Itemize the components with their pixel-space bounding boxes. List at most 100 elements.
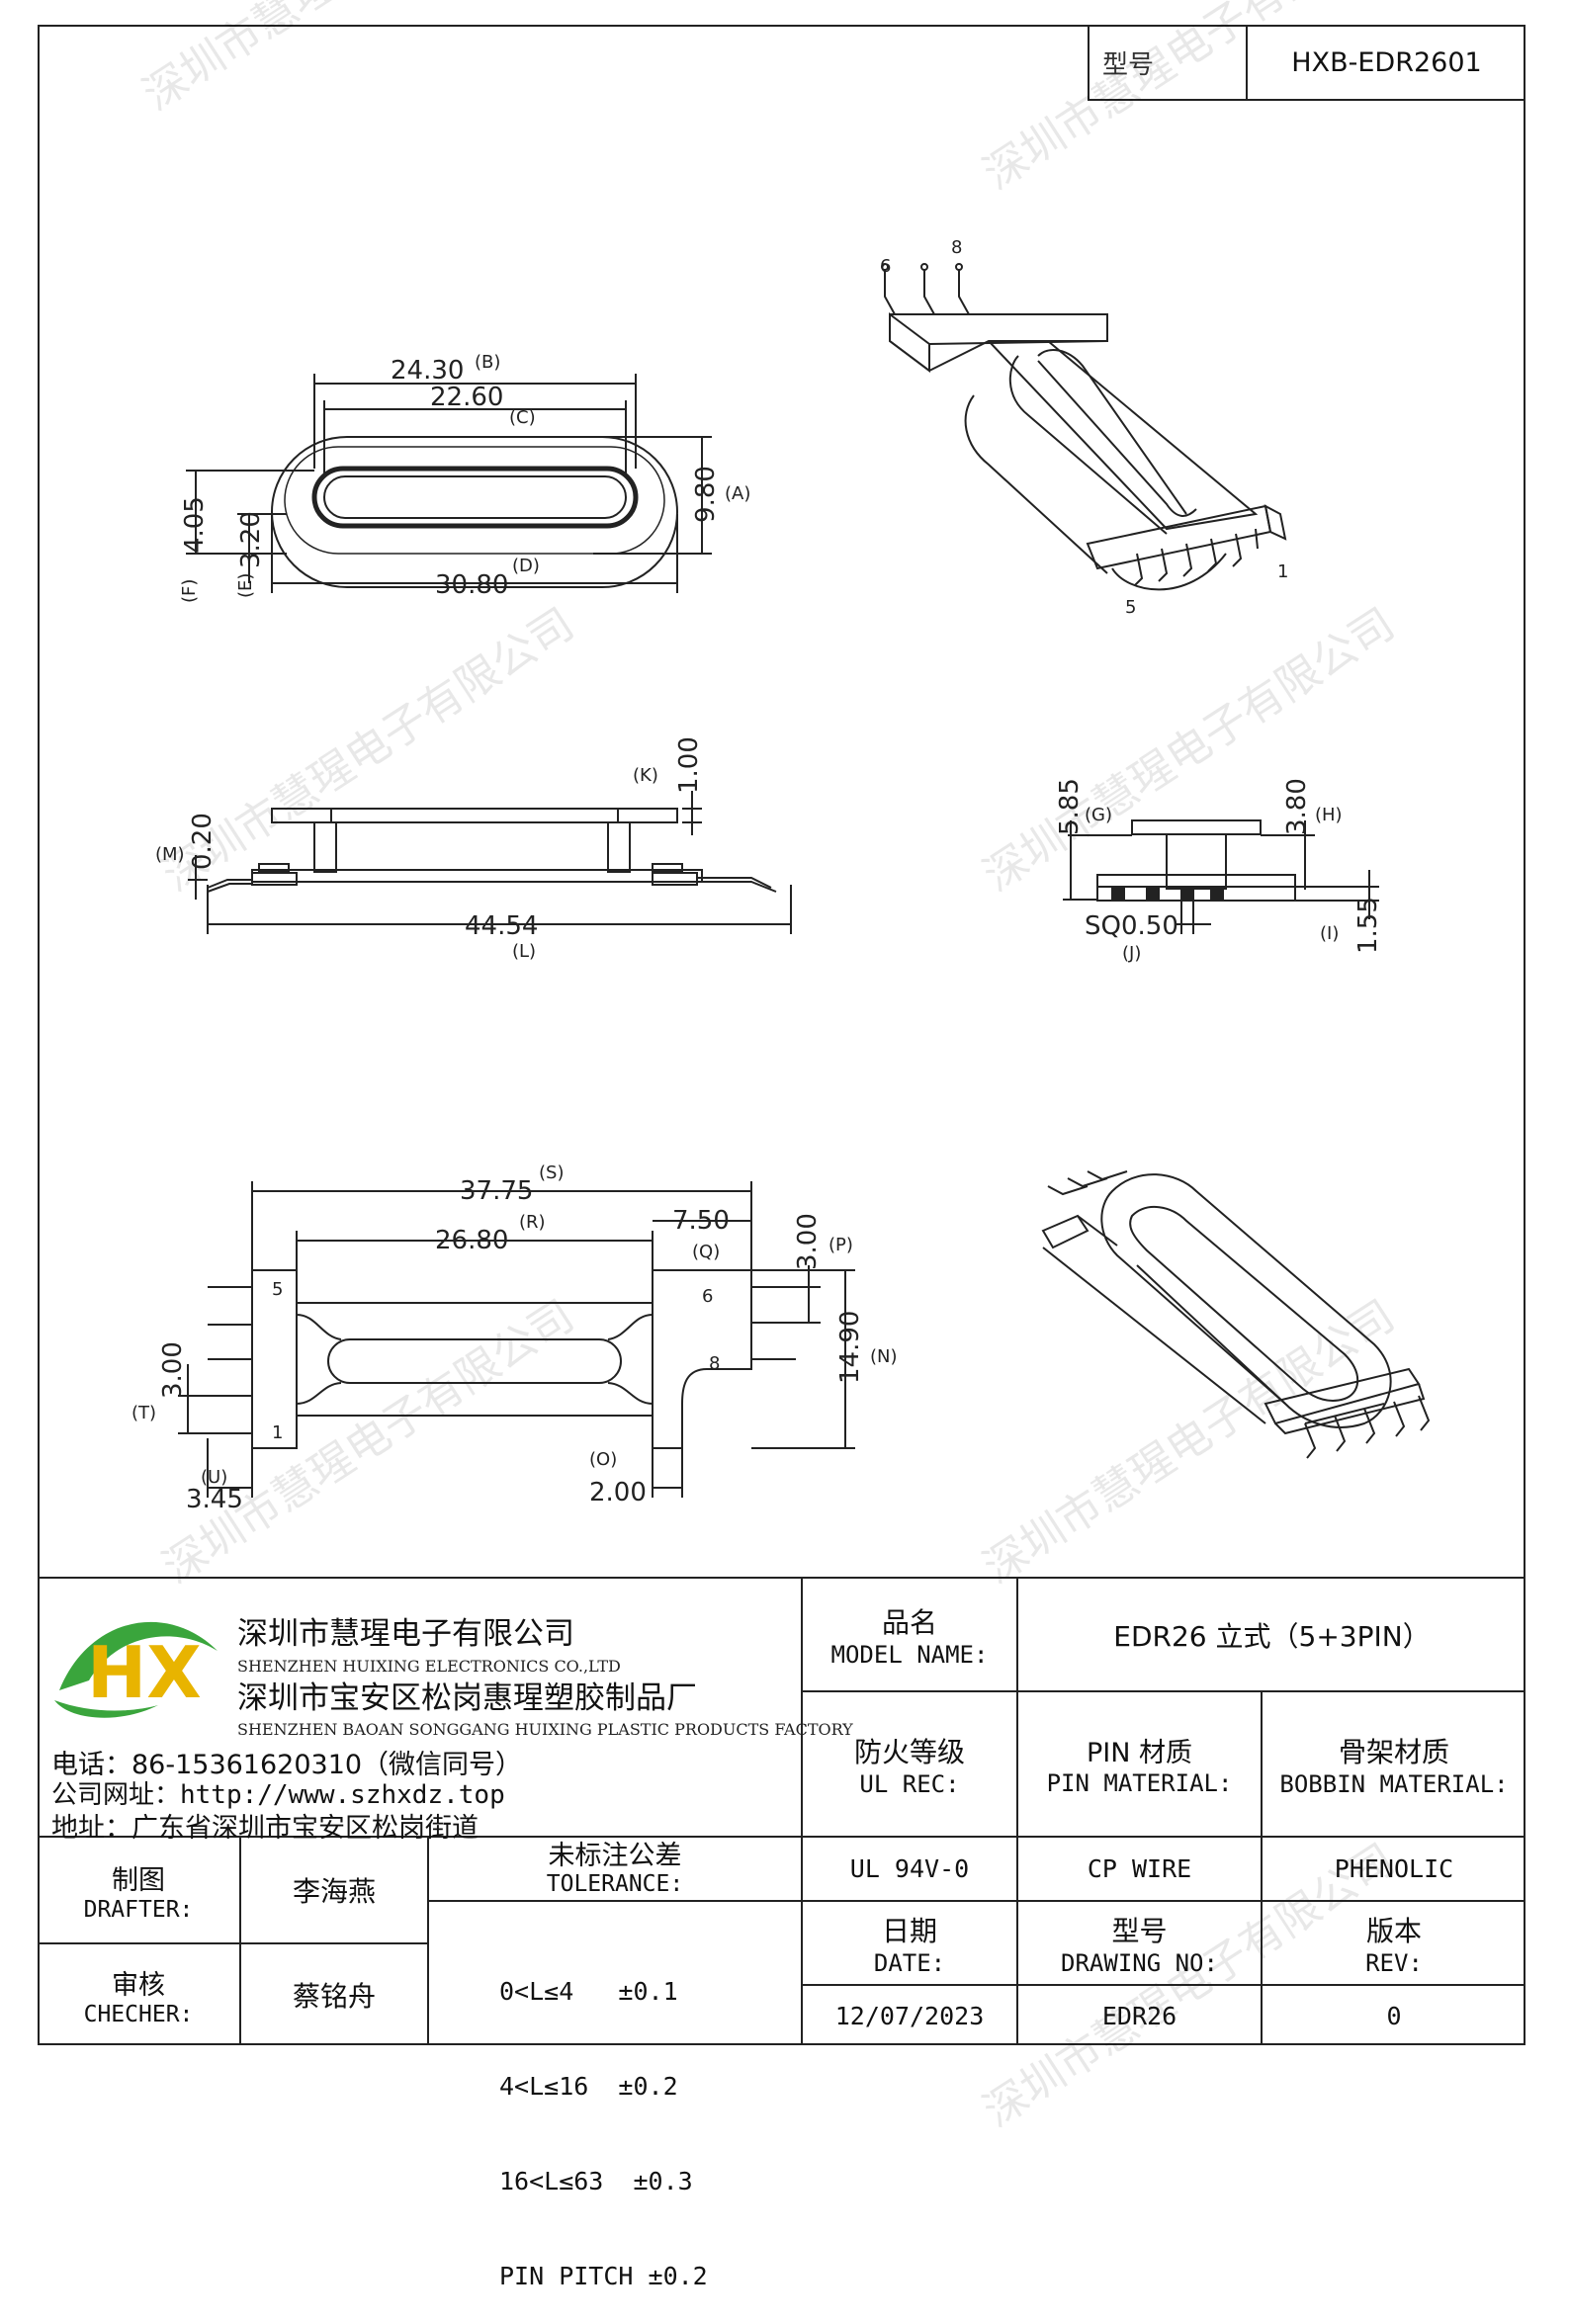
- model-name-en: MODEL NAME:: [830, 1640, 989, 1669]
- tolerance-row-2: 4<L≤16 ±0.2: [499, 2072, 678, 2101]
- end-bottom-flange: [1096, 874, 1296, 888]
- dim-P: 3.00: [793, 1213, 823, 1270]
- flange-outline: [271, 436, 678, 588]
- label-H: (H): [1315, 805, 1343, 825]
- bobbin-material-en: BOBBIN MATERIAL:: [1279, 1769, 1509, 1798]
- tb-divider: [239, 1836, 241, 2045]
- rev-value: 0: [1386, 2001, 1402, 2030]
- drawing-no-en: DRAWING NO:: [1061, 1948, 1218, 1977]
- drafter-en: DRAFTER:: [83, 1896, 194, 1923]
- dim-M: 0.20: [188, 813, 218, 870]
- dim-C: 22.60: [430, 383, 503, 412]
- company-logo: HX: [54, 1621, 218, 1718]
- end-top-flange: [1131, 819, 1262, 835]
- label-E: (E): [235, 573, 256, 598]
- label-S: (S): [539, 1162, 564, 1183]
- drawing-no-value: EDR26: [1101, 2001, 1177, 2030]
- dim-E: 3.20: [236, 511, 266, 568]
- rev-cn: 版本: [1365, 1914, 1422, 1947]
- dim-J: SQ0.50: [1085, 911, 1178, 941]
- date-label: 日期 DATE:: [803, 1902, 1016, 1984]
- drafter-label: 制图 DRAFTER:: [38, 1838, 239, 1942]
- dim-B: 24.30: [391, 356, 464, 386]
- bottom-pin-5: 5: [272, 1279, 283, 1300]
- iso-pin-1: 1: [1277, 561, 1288, 582]
- label-I: (I): [1320, 923, 1339, 944]
- label-J: (J): [1122, 943, 1141, 964]
- bobbin-material-value: PHENOLIC: [1334, 1854, 1454, 1883]
- dim-G: 5.85: [1055, 778, 1085, 835]
- label-Q: (Q): [692, 1242, 720, 1262]
- top-view-drawing: 24.30 22.60 30.80 9.80 4.05 3.20 (B) (C)…: [131, 237, 1431, 1514]
- label-L: (L): [512, 941, 536, 962]
- rev-label: 版本 REV:: [1263, 1902, 1525, 1984]
- dim-U: 3.45: [186, 1485, 243, 1514]
- label-K: (K): [633, 765, 658, 786]
- window-inner: [323, 475, 627, 519]
- iso-pin-8: 8: [951, 237, 962, 258]
- label-F: (F): [179, 579, 200, 603]
- factory-name-cn: 深圳市宝安区松岗惠瑆塑胶制品厂: [237, 1680, 697, 1716]
- company-name-en: SHENZHEN HUIXING ELECTRONICS CO.,LTD: [237, 1657, 621, 1676]
- dim-N: 14.90: [835, 1311, 865, 1384]
- dim-O: 2.00: [589, 1478, 647, 1507]
- tb-divider: [1261, 1690, 1263, 2045]
- ul-rec-value: UL 94V-0: [849, 1854, 970, 1883]
- model-header-label: 型号: [1101, 50, 1154, 80]
- model-name-label: 品名 MODEL NAME:: [803, 1579, 1016, 1690]
- window-outer: [311, 466, 639, 529]
- bottom-right-flange: [652, 1269, 752, 1449]
- company-address: 地址：广东省深圳市宝安区松岗街道: [51, 1813, 479, 1844]
- checker-en: CHECHER:: [83, 2001, 194, 2027]
- company-name-cn: 深圳市慧瑆电子有限公司: [237, 1616, 574, 1652]
- pin-material-en: PIN MATERIAL:: [1046, 1769, 1233, 1797]
- tolerance-row-1: 0<L≤4 ±0.1: [499, 1977, 678, 2006]
- label-B: (B): [475, 352, 500, 373]
- winding-ring: [284, 446, 665, 555]
- bobbin-material-cn: 骨架材质: [1338, 1735, 1449, 1768]
- tb-divider: [801, 1690, 1525, 1692]
- tolerance-table: 0<L≤4 ±0.1 4<L≤16 ±0.2 16<L≤63 ±0.3 PIN …: [499, 1913, 708, 2324]
- checker-label: 审核 CHECHER:: [38, 1944, 239, 2045]
- iso-racetrack: [1100, 1173, 1392, 1428]
- drafter-name: 李海燕: [292, 1875, 376, 1908]
- ul-rec-label: 防火等级 UL REC:: [803, 1692, 1016, 1836]
- label-P: (P): [828, 1235, 853, 1255]
- tb-divider: [801, 1984, 1525, 1986]
- model-header-value: HXB-EDR2601: [1291, 47, 1482, 78]
- ul-rec-cn: 防火等级: [853, 1735, 965, 1768]
- dim-D: 30.80: [435, 570, 508, 600]
- ul-rec-en: UL REC:: [859, 1769, 960, 1798]
- bottom-pin-8: 8: [709, 1353, 720, 1374]
- tolerance-label: 未标注公差 TOLERANCE:: [429, 1838, 801, 1900]
- tb-divider: [38, 1836, 1525, 1838]
- dim-S: 37.75: [460, 1176, 533, 1206]
- label-D: (D): [512, 556, 540, 576]
- bottom-pin-1: 1: [272, 1422, 283, 1443]
- drawing-no-cn: 型号: [1111, 1914, 1168, 1947]
- rev-en: REV:: [1365, 1948, 1423, 1977]
- iso-pin-6: 6: [880, 256, 891, 277]
- dim-I: 1.55: [1353, 897, 1383, 954]
- tolerance-row-4: PIN PITCH ±0.2: [499, 2262, 708, 2290]
- dim-K: 1.00: [674, 736, 704, 794]
- label-O: (O): [589, 1449, 617, 1470]
- factory-name-en: SHENZHEN BAOAN SONGGANG HUIXING PLASTIC …: [237, 1720, 853, 1739]
- model-name-cn: 品名: [881, 1605, 937, 1639]
- pin-material-label: PIN 材质 PIN MATERIAL:: [1018, 1692, 1261, 1836]
- logo-letters: HX: [87, 1631, 202, 1714]
- dim-A: 9.80: [691, 466, 721, 523]
- label-C: (C): [509, 407, 536, 428]
- tb-divider: [427, 1836, 429, 2045]
- iso-pin-5: 5: [1125, 597, 1136, 618]
- date-cn: 日期: [881, 1914, 937, 1947]
- tolerance-en: TOLERANCE:: [546, 1870, 684, 1897]
- dim-R: 26.80: [435, 1226, 508, 1255]
- checker-name: 蔡铭舟: [292, 1980, 376, 2013]
- label-A: (A): [725, 483, 750, 504]
- title-block: [38, 1577, 1525, 2045]
- label-T: (T): [131, 1403, 156, 1423]
- tb-divider: [38, 1942, 427, 1944]
- label-G: (G): [1085, 805, 1112, 825]
- model-header-box: [1088, 25, 1525, 101]
